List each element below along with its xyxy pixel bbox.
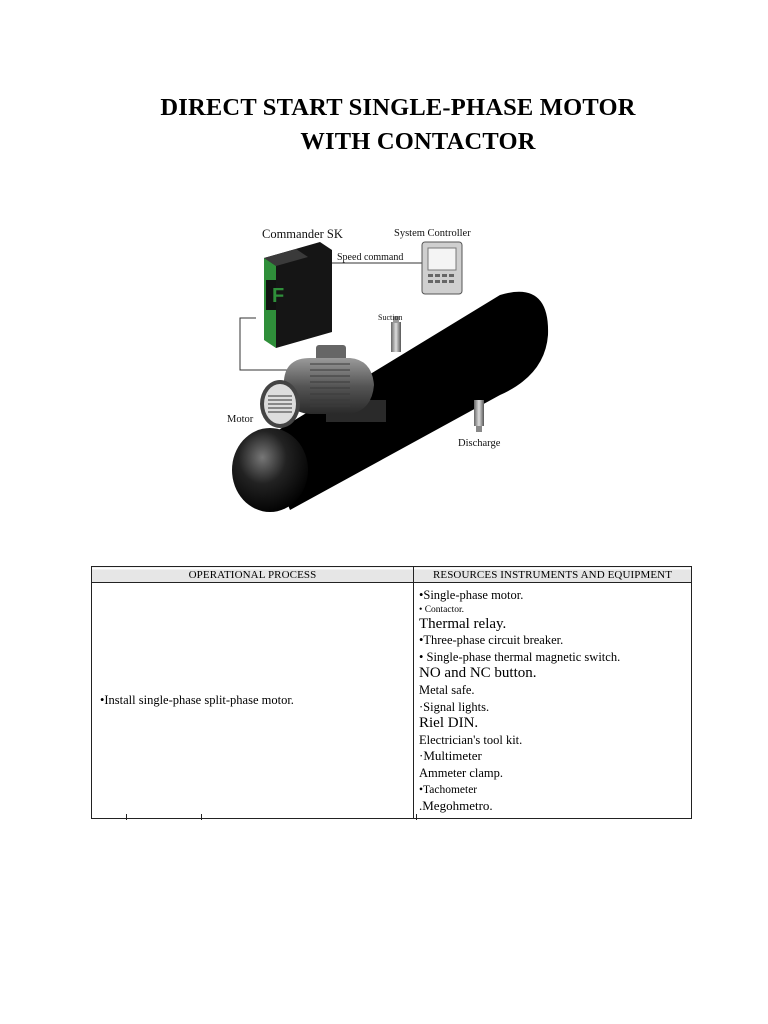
document-title-line-2: WITH CONTACTOR [300, 128, 536, 155]
resource-item: •Three-phase circuit breaker. [419, 633, 564, 648]
svg-text:F: F [272, 285, 284, 307]
motor-illustration [260, 345, 386, 428]
wiring [239, 262, 426, 371]
process-cell: •Install single-phase split-phase motor. [91, 582, 414, 819]
operations-table: OPERATIONAL PROCESS RESOURCES INSTRUMENT… [91, 566, 692, 819]
tank [232, 291, 549, 512]
resource-item: Electrician's tool kit. [419, 732, 523, 747]
resource-item: • Single-phase thermal magnetic switch. [419, 649, 621, 664]
resource-item: Thermal relay. [419, 615, 507, 632]
table-bottom-marks [91, 814, 691, 822]
resource-item: •Single-phase motor. [419, 588, 524, 602]
resource-item: .Megohmetro. [419, 798, 493, 814]
system-controller-device [421, 241, 463, 295]
document-title-line-1: DIRECT START SINGLE-PHASE MOTOR [160, 94, 636, 121]
table-header-row: OPERATIONAL PROCESS RESOURCES INSTRUMENT… [91, 566, 692, 583]
resource-item: Ammeter clamp. [419, 765, 503, 780]
commander-label: Commander SK [262, 227, 343, 241]
commander-sk-drive: F [264, 242, 332, 348]
discharge-sensor [474, 400, 484, 432]
resource-item: • Contactor. [419, 604, 465, 615]
suction-label: Suction [378, 313, 402, 322]
discharge-label: Discharge [458, 438, 501, 449]
resource-item: ·Multimeter [419, 748, 482, 764]
suction-sensor [391, 316, 401, 352]
resource-item: Metal safe. [419, 682, 475, 697]
motor-tank-figure: F Commander SK System Controller Speed c… [200, 200, 572, 530]
resource-item: NO and NC button. [419, 665, 537, 682]
resource-item: Riel DIN. [419, 715, 479, 732]
header-resources: RESOURCES INSTRUMENTS AND EQUIPMENT [413, 566, 692, 583]
system-controller-label: System Controller [394, 228, 471, 239]
header-operational-process: OPERATIONAL PROCESS [91, 566, 414, 583]
tank-end-cap [232, 428, 308, 512]
table-row: •Install single-phase split-phase motor.… [91, 582, 692, 819]
resource-item: •Tachometer [419, 783, 478, 796]
speed-command-label: Speed command [337, 252, 403, 263]
resources-cell: •Single-phase motor. • Contactor. Therma… [413, 582, 692, 819]
resource-item: ·Signal lights. [419, 699, 490, 714]
motor-label: Motor [227, 414, 254, 425]
